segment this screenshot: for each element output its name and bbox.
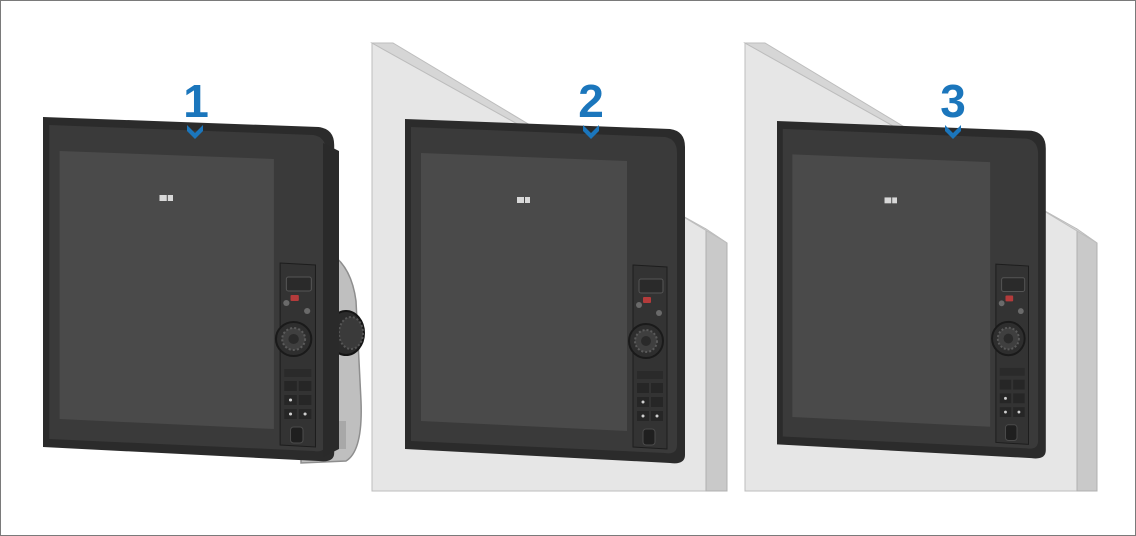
- step-1-label: 1: [183, 75, 209, 139]
- step-2-label: 2: [578, 75, 604, 139]
- down-arrow-icon: [583, 125, 599, 139]
- step-1-number: 1: [183, 75, 209, 127]
- step-3-number: 3: [940, 75, 966, 127]
- step-1-display: [41, 115, 365, 464]
- step-2-number: 2: [578, 75, 604, 127]
- down-arrow-icon: [945, 125, 961, 139]
- down-arrow-icon: [187, 125, 203, 139]
- step-3-display: [776, 120, 1047, 460]
- step-3-label: 3: [940, 75, 966, 139]
- step-2-display: [404, 118, 686, 465]
